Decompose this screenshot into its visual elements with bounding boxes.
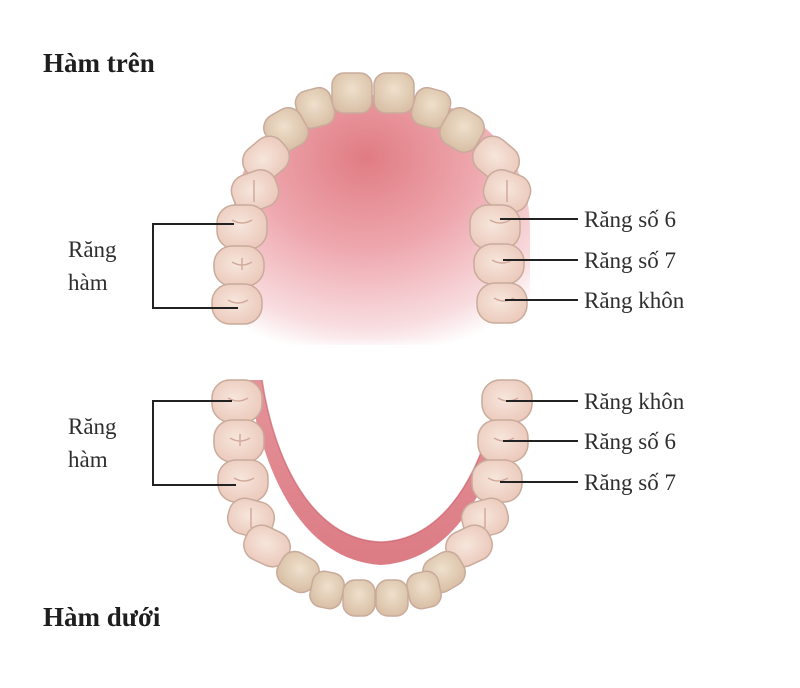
upper-label-tooth-6: Răng số 6 bbox=[584, 207, 676, 232]
lower-molar-group-label: Răng hàm bbox=[68, 410, 117, 477]
upper-teeth bbox=[211, 72, 532, 325]
upper-molar-group-label: Răng hàm bbox=[68, 233, 117, 300]
upper-palate bbox=[225, 95, 540, 355]
upper-molar-label-line2: hàm bbox=[68, 270, 108, 296]
lower-label-wisdom-tooth: Răng khôn bbox=[584, 389, 685, 414]
lower-jaw-title: Hàm dưới bbox=[43, 602, 161, 632]
lower-molar-label-line2: hàm bbox=[68, 447, 108, 473]
upper-molar-bracket bbox=[152, 223, 238, 309]
upper-tooth-grooves bbox=[227, 180, 515, 304]
right-leader-lines bbox=[500, 218, 578, 483]
upper-label-wisdom-tooth: Răng khôn bbox=[584, 288, 685, 313]
lower-label-tooth-6: Răng số 6 bbox=[584, 429, 676, 454]
lower-label-tooth-7: Răng số 7 bbox=[584, 470, 676, 495]
lower-molar-bracket bbox=[152, 400, 236, 486]
upper-molar-label-line1: Răng bbox=[68, 237, 117, 262]
upper-label-tooth-7: Răng số 7 bbox=[584, 248, 676, 273]
lower-molar-label-line1: Răng bbox=[68, 414, 117, 439]
upper-jaw-title: Hàm trên bbox=[43, 48, 155, 78]
